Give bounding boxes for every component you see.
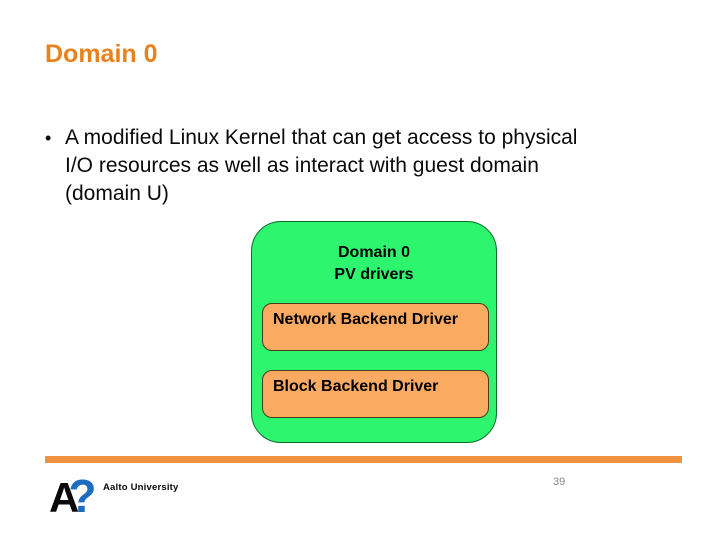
bullet-marker: • xyxy=(45,128,52,148)
bullet-line-2: I/O resources as well as interact with g… xyxy=(65,154,539,177)
block-backend-driver-box: Block Backend Driver xyxy=(262,370,489,418)
aalto-logo: A ? xyxy=(49,470,97,522)
bullet-line-3: (domain U) xyxy=(65,182,169,205)
domain0-label-line-1: Domain 0 xyxy=(337,244,410,261)
aalto-logo-questionmark-icon: ? xyxy=(68,470,97,522)
domain0-pv-drivers-label: Domain 0 PV drivers xyxy=(252,242,496,286)
aalto-university-wordmark: Aalto University xyxy=(103,482,179,493)
network-backend-driver-box: Network Backend Driver xyxy=(262,303,489,351)
bullet-line-1: A modified Linux Kernel that can get acc… xyxy=(65,126,578,149)
aalto-logo-letter: A xyxy=(49,474,80,521)
slide-title: Domain 0 xyxy=(45,40,158,68)
bullet-item: • A modified Linux Kernel that can get a… xyxy=(45,124,577,208)
network-backend-driver-label: Network Backend Driver xyxy=(273,311,458,328)
domain0-pv-drivers-box: Domain 0 PV drivers Network Backend Driv… xyxy=(251,221,497,443)
page-number: 39 xyxy=(553,476,566,488)
block-backend-driver-label: Block Backend Driver xyxy=(273,378,439,395)
bullet-text: A modified Linux Kernel that can get acc… xyxy=(65,124,577,208)
footer-divider-bar xyxy=(45,456,682,463)
domain0-label-line-2: PV drivers xyxy=(334,266,414,283)
